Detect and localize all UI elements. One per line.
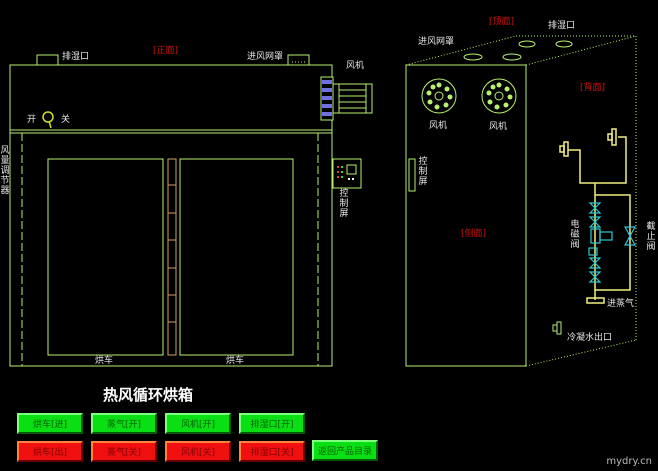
steam-in-label: 进蒸气 bbox=[607, 297, 634, 309]
fan2-label: 风机 bbox=[489, 120, 507, 132]
front-fan-label: 风机 bbox=[346, 59, 364, 71]
side-body bbox=[405, 64, 527, 367]
control-box bbox=[332, 158, 362, 189]
off-label: 关 bbox=[61, 113, 70, 125]
on-label: 开 bbox=[27, 114, 36, 125]
front-view-label: [正面] bbox=[153, 45, 178, 56]
side-control-label: 控制屏 bbox=[418, 157, 428, 187]
cart-left bbox=[47, 158, 164, 356]
side-view-label: [侧面] bbox=[461, 227, 486, 239]
back-to-catalog-button[interactable]: 返回产品目录 bbox=[312, 440, 378, 461]
condensate-label: 冷凝水出口 bbox=[567, 331, 612, 343]
cart-out-button[interactable]: 烘车[出] bbox=[17, 441, 83, 462]
back-view-label: [背面] bbox=[580, 81, 605, 93]
fan-louver-icon bbox=[322, 80, 332, 116]
exhaust-on-button[interactable]: 排湿口[开] bbox=[239, 413, 305, 434]
cart-in-button[interactable]: 烘车[进] bbox=[17, 413, 83, 434]
valve-icon bbox=[588, 202, 637, 283]
exhaust-off-button[interactable]: 排湿口[关] bbox=[239, 441, 305, 462]
switch-knob-icon bbox=[42, 111, 54, 129]
steam-off-button[interactable]: 蒸气[关] bbox=[91, 441, 157, 462]
cart-right-label: 烘车 bbox=[226, 354, 244, 366]
side-control-screen bbox=[408, 158, 416, 192]
fan-icon bbox=[421, 78, 457, 114]
page-title: 热风循环烘箱 bbox=[103, 386, 194, 404]
cart-left-label: 烘车 bbox=[95, 354, 113, 366]
front-exhaust-label: 排湿口 bbox=[62, 50, 89, 62]
front-control-label: 控制屏 bbox=[339, 189, 349, 219]
steam-on-button[interactable]: 蒸气[开] bbox=[91, 413, 157, 434]
top-view-label: [顶面] bbox=[489, 16, 514, 27]
fan-motor bbox=[332, 83, 373, 114]
damper-label: 风量调节器 bbox=[0, 146, 10, 196]
stop-valve-label: 截止阀 bbox=[646, 222, 656, 252]
side-view bbox=[405, 35, 637, 367]
fan-off-button[interactable]: 风机[关] bbox=[165, 441, 231, 462]
side-exhaust-label: 排湿口 bbox=[548, 19, 575, 31]
fan-icon bbox=[481, 78, 517, 114]
front-view bbox=[9, 54, 373, 367]
fan1-label: 风机 bbox=[429, 119, 447, 131]
watermark: mydry.cn bbox=[606, 456, 652, 467]
fan-on-button[interactable]: 风机[开] bbox=[165, 413, 231, 434]
condensate-outlet bbox=[556, 321, 562, 335]
oven-body bbox=[9, 64, 333, 367]
intake-hood bbox=[287, 54, 310, 66]
center-rail bbox=[167, 158, 177, 356]
exhaust-port bbox=[36, 54, 59, 66]
solenoid-label: 电磁阀 bbox=[570, 220, 580, 250]
cart-right bbox=[179, 158, 294, 356]
front-intake-label: 进风网罩 bbox=[247, 51, 283, 62]
side-intake-label: 进风网罩 bbox=[418, 36, 454, 47]
